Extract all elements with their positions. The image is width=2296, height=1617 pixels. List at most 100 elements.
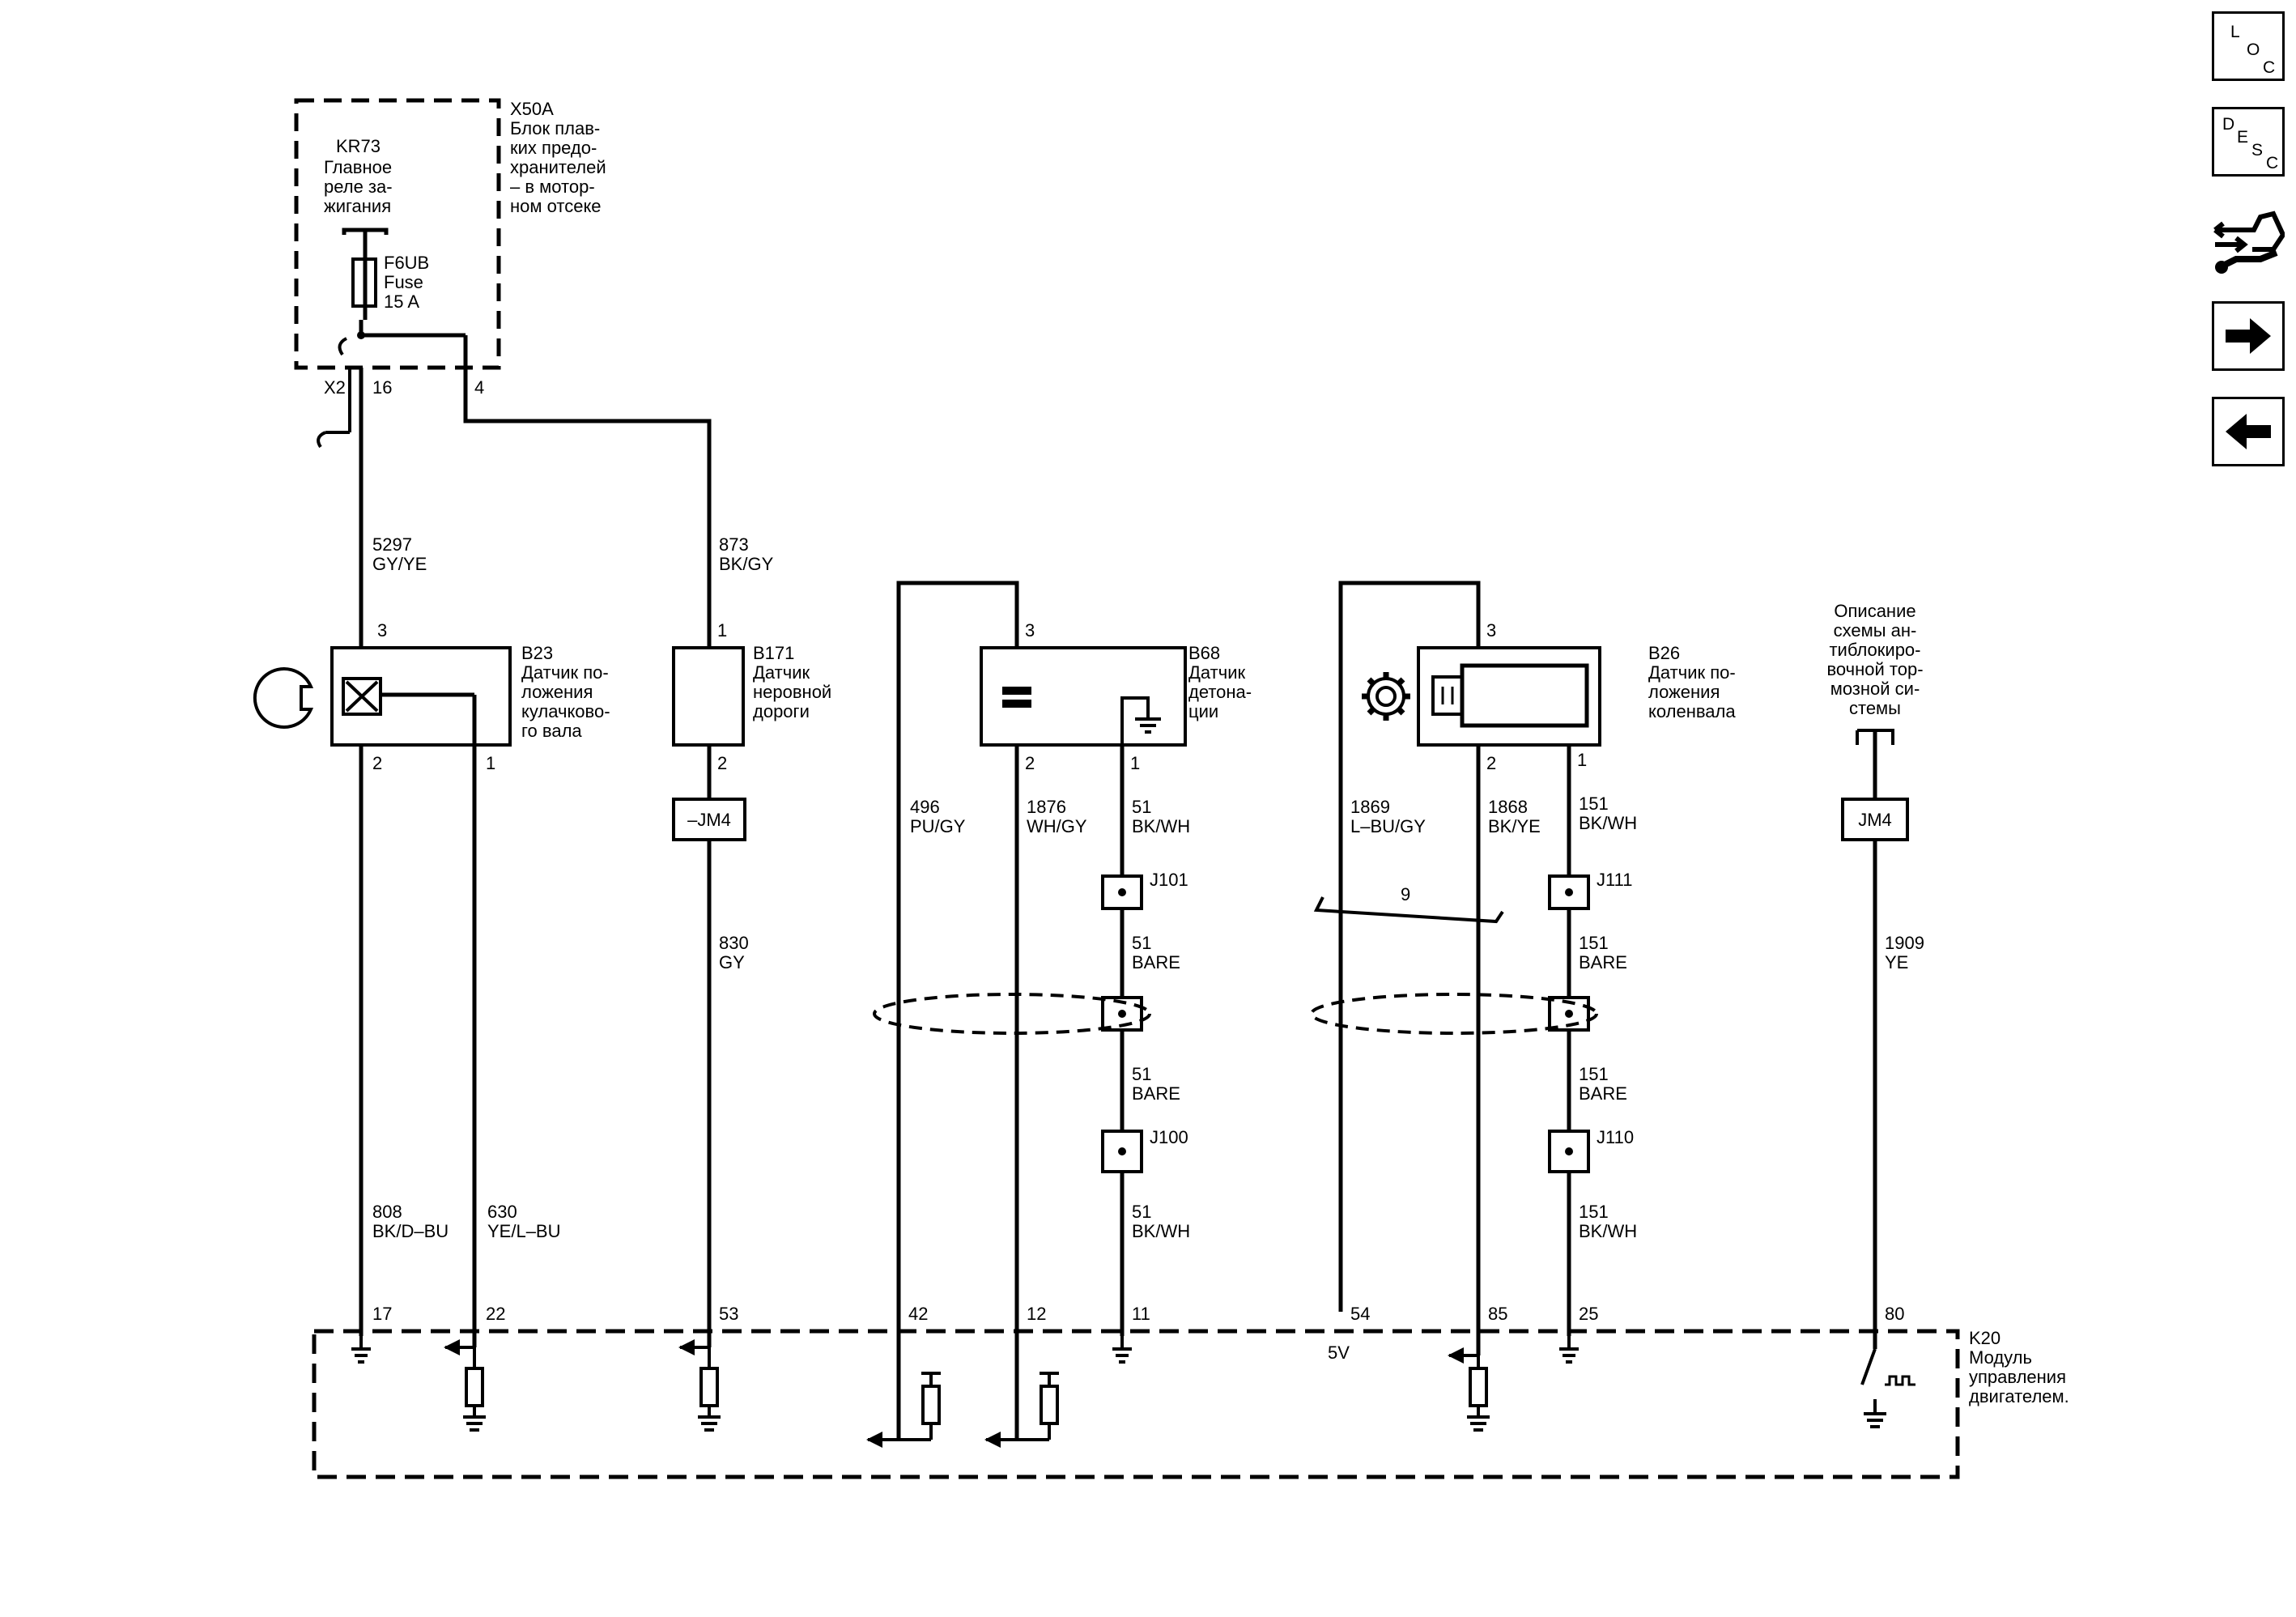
arrow-left-icon [2226,414,2271,449]
ecm-pin-17: 17 [372,1304,392,1324]
b26-name-2: ложения [1648,682,1720,702]
loc-button[interactable]: L O C [2212,11,2285,81]
abs-note-5: мозной си- [1830,679,1920,699]
wire-1909-color: YE [1885,952,1908,972]
fuse-pin-4: 4 [474,377,484,398]
connector-jm4-right [1841,798,1909,841]
wire-1876-color: WH/GY [1027,816,1087,836]
wire-873-num: 873 [719,534,749,555]
inline-connectors [1101,874,1590,1173]
ecm-pin-80: 80 [1885,1304,1904,1324]
abs-note-4: вочной тор- [1826,659,1923,679]
sensor-b23 [253,646,512,747]
b171-pin-top: 1 [717,620,727,640]
connector-x2: X2 [324,377,346,398]
ecm-pin-22: 22 [486,1304,505,1324]
wire-830-color: GY [719,952,745,972]
ecm-name-3: двигателем. [1969,1386,2069,1406]
abs-note-6: стемы [1849,698,1901,718]
b26-pin-2: 2 [1486,753,1496,773]
fuse-type: Fuse [384,272,423,292]
b171-name-2: неровной [753,682,831,702]
fuse-id: F6UB [384,253,429,273]
wire-1868-color: BK/YE [1488,816,1541,836]
loc-letter-c: C [2263,58,2276,77]
wire-808-num: 808 [372,1202,402,1222]
wire-51b-color: BARE [1132,952,1180,972]
b68-pin-2: 2 [1025,753,1035,773]
connector-jm4-left [672,798,746,841]
desc-button[interactable]: D E S C [2212,107,2285,177]
fuse-rating: 15 A [384,291,419,312]
arrow-right-icon [2226,318,2271,354]
fuse-box-name-5: ном отсеке [510,196,602,216]
fuse-box-name-3: хранителей [510,157,606,177]
b68-name-1: Датчик [1188,662,1245,683]
wire-151d-num: 151 [1579,1202,1609,1222]
fuse-box-name-2: ких предо- [510,138,597,158]
wire-151d-color: BK/WH [1579,1221,1637,1241]
wire-808-color: BK/D–BU [372,1221,449,1241]
wire-630-num: 630 [487,1202,517,1222]
jm4-right-label: JM4 [1858,810,1892,830]
wire-51a-num: 51 [1132,797,1151,817]
wire-51b-num: 51 [1132,933,1151,953]
twist-count: 9 [1401,884,1410,904]
wire-1868-num: 1868 [1488,797,1528,817]
relay-id: KR73 [336,136,381,156]
back-button[interactable] [2212,397,2285,466]
loc-letter-o: O [2247,40,2260,59]
j111-label: J111 [1597,870,1632,890]
ecm-internal-circuits [351,1336,1915,1448]
wire-151a-num: 151 [1579,794,1609,814]
b26-pin-top: 3 [1486,620,1496,640]
b68-pin-1: 1 [1130,753,1140,773]
ecm-id: K20 [1969,1328,2000,1348]
b26-id: B26 [1648,643,1680,663]
desc-letter-c: C [2266,154,2279,172]
wire-51c-num: 51 [1132,1064,1151,1084]
j110-label: J110 [1597,1127,1634,1147]
ecm-5v: 5V [1328,1343,1350,1363]
wire-151b-color: BARE [1579,952,1627,972]
b171-name-1: Датчик [753,662,810,683]
wire-151a-color: BK/WH [1579,813,1637,833]
sensor-b68 [980,646,1187,747]
b23-pin-2: 2 [372,753,382,773]
j100-label: J100 [1150,1127,1188,1147]
fuse-box-name-1: Блок плав- [510,118,600,138]
wire-151c-color: BARE [1579,1083,1627,1104]
wire-5297-color: GY/YE [372,554,427,574]
ecm-pin-53: 53 [719,1304,738,1324]
wire-1869-num: 1869 [1350,797,1390,817]
b23-pin-1: 1 [486,753,495,773]
abs-note-3: тиблокиро- [1829,640,1920,660]
sensor-b171 [672,646,745,747]
ecm-pin-12: 12 [1027,1304,1046,1324]
relay-name-1: Главное [324,157,392,177]
fuse-box-name-4: – в мотор- [510,177,595,197]
b23-id: B23 [521,643,553,663]
wire-873-color: BK/GY [719,554,774,574]
wire-151c-num: 151 [1579,1064,1609,1084]
desc-letter-d: D [2222,115,2235,134]
loc-letter-l: L [2230,23,2240,41]
desc-letter-e: E [2237,128,2249,147]
ecm-name-1: Модуль [1969,1347,2032,1368]
forward-button[interactable] [2212,301,2285,371]
b23-pin-top: 3 [377,620,387,640]
b68-name-2: детона- [1188,682,1252,702]
b23-name-2: ложения [521,682,593,702]
wire-5297-num: 5297 [372,534,412,555]
cam-target-icon [253,667,314,729]
wire-830-num: 830 [719,933,749,953]
connector-view-button[interactable] [2212,202,2286,277]
abs-note-2: схемы ан- [1834,620,1917,640]
wire-630-color: YE/L–BU [487,1221,561,1241]
sensor-b26 [1362,646,1601,747]
fuse-box-id: X50A [510,99,554,119]
relay-name-3: жигания [324,196,391,216]
connector-end-view-icon [2213,211,2286,274]
wire-496-num: 496 [910,797,940,817]
